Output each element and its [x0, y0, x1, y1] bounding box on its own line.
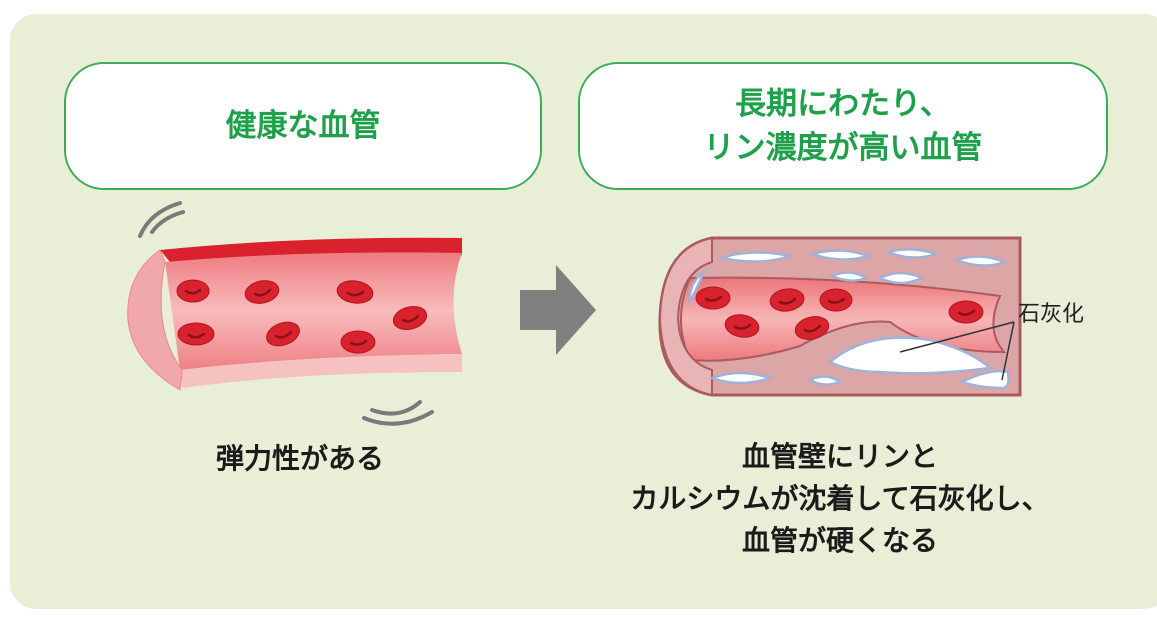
calcification: [877, 271, 926, 285]
calcification: [958, 369, 1010, 390]
blood-cell: [177, 322, 215, 346]
healthy-blood-cells: [176, 279, 428, 354]
calcified-caption-line-2: カルシウムが沈着して石灰化し、: [630, 482, 1050, 515]
calcified-vessel-caption: 血管壁にリンと カルシウムが沈着して石灰化し、 血管が硬くなる: [560, 436, 1120, 562]
blood-cell: [176, 279, 210, 303]
blood-cell: [336, 280, 374, 304]
calcification: [828, 271, 869, 282]
calcified-title-line-1: 長期にわたり、: [735, 86, 951, 122]
blood-cell: [819, 288, 853, 312]
calcification: [807, 249, 872, 261]
calcified-blood-cells: [695, 286, 984, 340]
healthy-vessel: [127, 201, 462, 426]
healthy-vessel-title: 健康な血管: [225, 108, 381, 144]
blood-cell: [695, 286, 731, 310]
vessel-top-surface: [160, 237, 462, 262]
calcification: [952, 255, 1008, 267]
calcified-vessel: [658, 236, 1022, 397]
calcified-caption-line-3: 血管が硬くなる: [741, 524, 938, 557]
calcification-deposits: [688, 248, 1010, 390]
vibration-lines-icon: [138, 201, 434, 426]
calcified-vessel-title-box: 長期にわたり、 リン濃度が高い血管: [578, 62, 1108, 190]
blood-cell: [340, 330, 376, 354]
calcified-caption-line-1: 血管壁にリンと: [741, 440, 938, 473]
blood-cell: [244, 280, 280, 304]
calcified-title-line-2: リン濃度が高い血管: [703, 130, 983, 166]
healthy-vessel-title-box: 健康な血管: [64, 62, 542, 190]
healthy-vessel-caption: 弾力性がある: [215, 442, 384, 475]
blood-cell: [948, 300, 984, 324]
calcification: [688, 268, 708, 307]
calcification: [884, 248, 940, 259]
blood-cell: [794, 316, 830, 340]
calcification-leader-lines: [899, 321, 1015, 381]
calcification-label: 石灰化: [1018, 302, 1085, 327]
right-arrow-icon: [520, 265, 596, 355]
blood-cell: [392, 305, 428, 331]
vessel-cross-section: [127, 249, 183, 391]
calcification: [708, 371, 774, 385]
vessel-lumen: [165, 252, 462, 370]
vessel-bottom-surface: [180, 354, 462, 388]
blood-cell: [769, 288, 805, 312]
calcification: [717, 251, 795, 263]
calcification: [807, 375, 843, 386]
blood-cell: [266, 321, 300, 347]
calcification: [827, 336, 993, 375]
blood-cell: [724, 314, 760, 338]
